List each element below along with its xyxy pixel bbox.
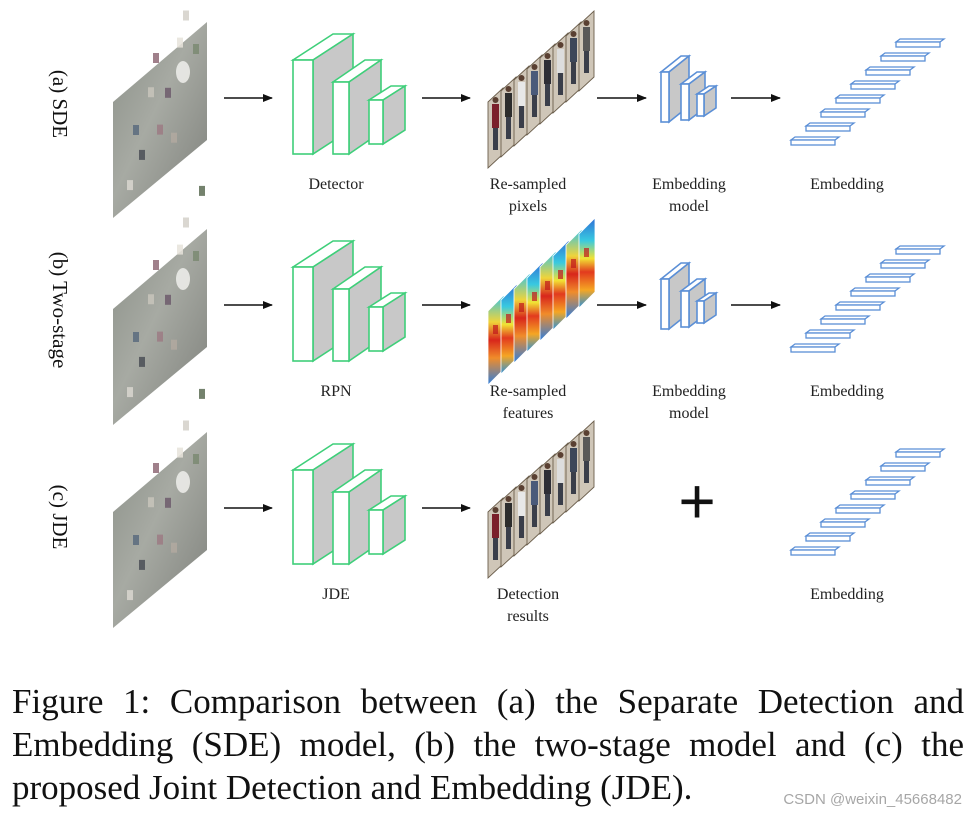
street-scene-image [113,185,207,425]
rows-container [113,9,946,628]
model-label-line1: Embedding [652,383,726,400]
row-label-jde: (c) JDE [48,485,72,550]
watermark: CSDN @weixin_45668482 [783,791,962,808]
street-scene-image [113,388,207,628]
detector-label: Detector [308,176,364,193]
model-label-line1: Embedding [652,176,726,193]
street-scene-image [113,10,207,218]
crops-label-line2: features [503,405,554,422]
embedding-label: Embedding [810,383,884,400]
embedding-model-icon [658,261,719,331]
figure-caption: Figure 1: Comparison between (a) the Sep… [12,682,964,807]
model-label-line2: model [669,198,710,215]
crops-label-line1: Detection [497,586,559,603]
model-label-line2: model [669,405,710,422]
embedding-model-icon [658,54,719,124]
crops-label-line2: results [507,608,549,625]
row-label-sde: (a) SDE [48,70,72,138]
crops-label-line1: Re-sampled [490,176,566,193]
detector-network-icon [290,239,408,363]
row-label-two-stage: (b) Two-stage [48,252,72,369]
detector-network-icon [290,32,408,156]
crops-label-line1: Re-sampled [490,383,566,400]
figure-diagram: (a) SDE (b) Two-stage (c) JDE Detector R… [48,9,946,628]
crops-label-line2: pixels [509,198,547,215]
rpn-label: RPN [320,383,352,400]
embedding-vectors-icon [789,38,946,146]
pipeline-row-1 [113,9,946,218]
embedding-label: Embedding [810,586,884,603]
detector-network-icon [290,442,408,566]
pedestrian-crops-stack [487,9,595,170]
plus-sign: + [678,465,715,537]
embedding-label: Embedding [810,176,884,193]
pipeline-row-2 [113,185,946,425]
embedding-vectors-icon [789,448,946,556]
embedding-vectors-icon [789,245,946,353]
pipeline-row-3 [113,388,946,628]
feature-maps-stack [487,217,596,386]
pedestrian-crops-stack [487,419,595,580]
jde-label: JDE [322,586,350,603]
